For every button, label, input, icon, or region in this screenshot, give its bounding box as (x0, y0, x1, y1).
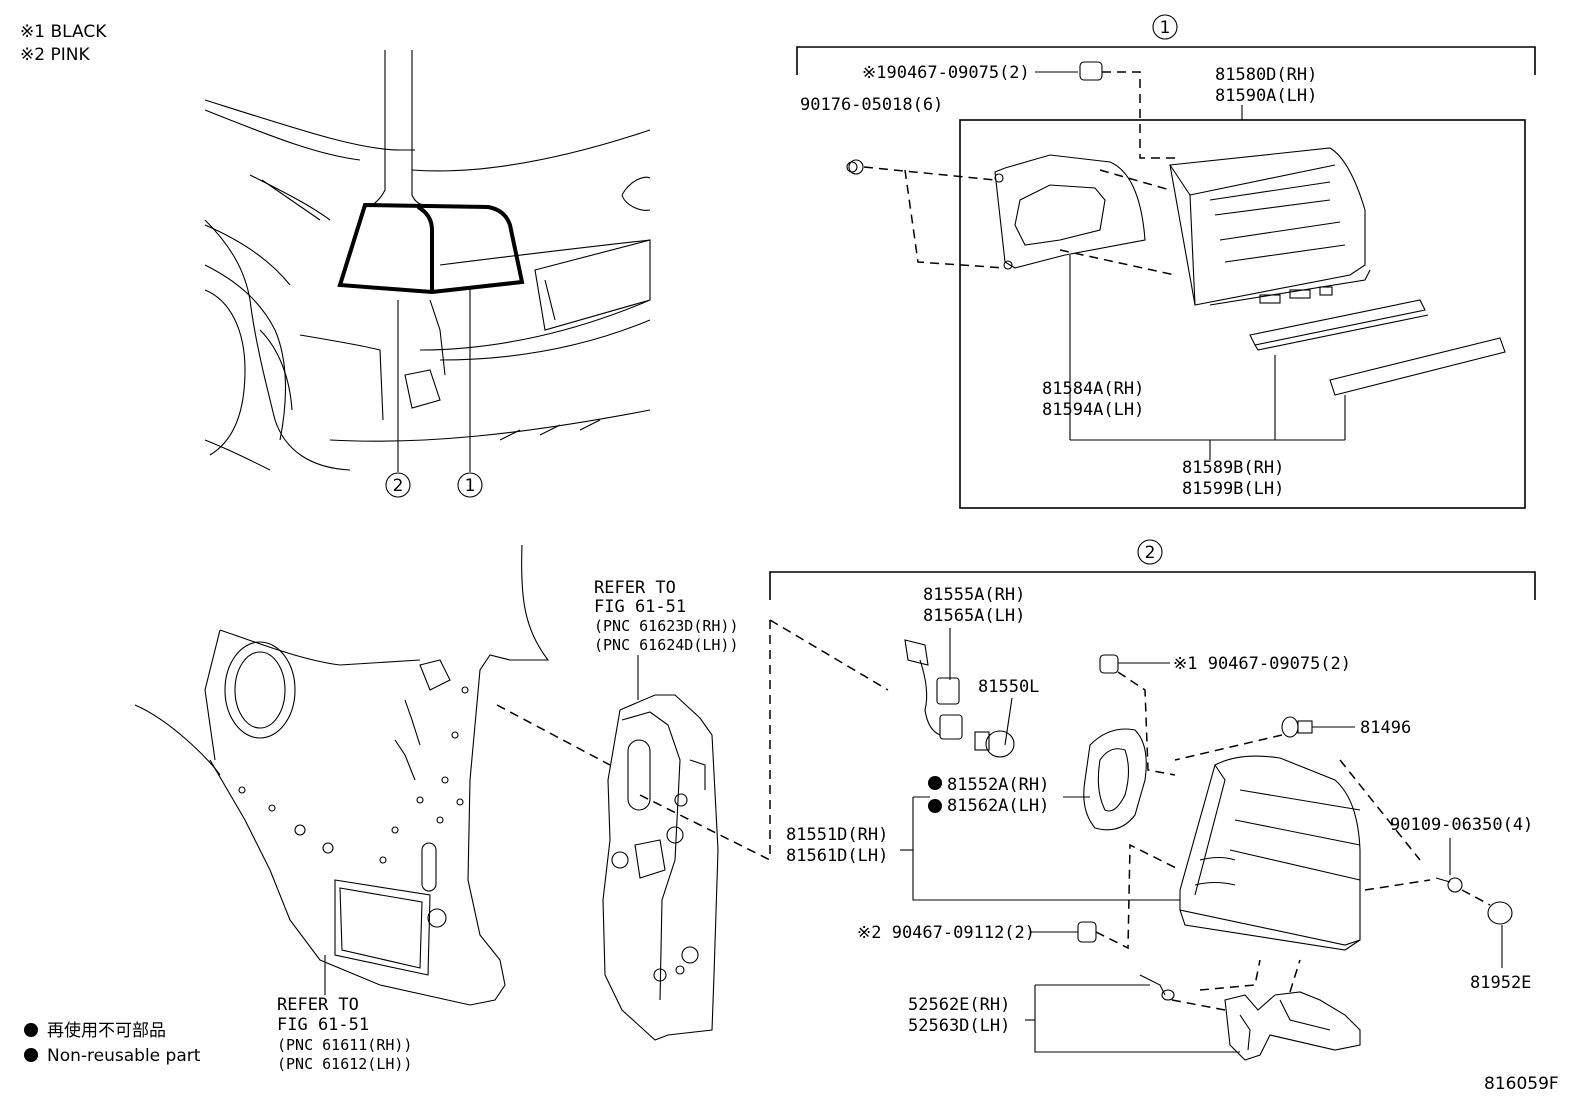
part-lamp-gasket-rh: 81552A(RH) (947, 775, 1049, 795)
note-black: ※1 BLACK (20, 22, 107, 42)
part-plug: 81952E (1470, 973, 1531, 993)
trim-drawing (1249, 299, 1506, 396)
callout-2-vehicle: 2 (385, 472, 411, 498)
part-trim-rh: 81589B(RH) (1182, 458, 1284, 478)
screw-2-icon (1435, 877, 1463, 893)
inner-panel-drawing (602, 694, 719, 1041)
part-gasket-lh: 81594A(LH) (1042, 400, 1144, 420)
vehicle-rear-drawing (204, 50, 651, 472)
part-clip-90467-09075: ※190467-09075(2) (862, 63, 1030, 83)
svg-text:2: 2 (1145, 543, 1156, 563)
part-lamp-lh: 81561D(LH) (786, 846, 888, 866)
legend-dot (24, 1023, 38, 1037)
clip-icon (1079, 61, 1103, 81)
legend-jp: 再使用不可部品 (47, 1020, 166, 1041)
bolt-icon (1139, 974, 1175, 1001)
refer-upper-line4: (PNC 61624D(LH)) (594, 636, 739, 654)
part-cap: 81496 (1360, 718, 1411, 738)
group1-box (959, 119, 1526, 509)
part-gasket-rh: 81584A(RH) (1042, 379, 1144, 399)
cap-81496-icon (1281, 716, 1313, 738)
socket-harness-drawing (904, 639, 963, 740)
part-clip2: ※1 90467-09075(2) (1173, 654, 1351, 674)
refer-lower-line4: (PNC 61612(LH)) (277, 1055, 412, 1073)
clip-2-icon (1099, 654, 1119, 674)
bulb-drawing (974, 730, 1015, 758)
lamp-gasket-drawing (1083, 728, 1147, 831)
svg-text:1: 1 (1160, 18, 1171, 38)
refer-upper-line3: (PNC 61623D(RH)) (594, 617, 739, 635)
svg-text:2: 2 (393, 476, 404, 496)
part-lamp-rh: 81551D(RH) (786, 825, 888, 845)
legend-dot (24, 1048, 38, 1062)
part-lens-rh: 81580D(RH) (1215, 65, 1317, 85)
part-screw-90109: 90109-06350(4) (1390, 815, 1533, 835)
svg-text:1: 1 (465, 476, 476, 496)
tail-lamp-drawing (1179, 755, 1361, 951)
gasket-drawing (994, 154, 1146, 270)
non-reusable-dot (928, 776, 942, 790)
lens-drawing (1169, 147, 1371, 306)
refer-upper-line1: REFER TO (594, 578, 676, 598)
legend-en: Non-reusable part (47, 1046, 201, 1066)
callout-1-vehicle: 1 (457, 472, 483, 498)
body-panel-drawing (134, 544, 550, 1006)
part-bracket-lh: 52563D(LH) (908, 1016, 1010, 1036)
group2-bracket (769, 571, 1536, 600)
screw-icon (848, 159, 864, 175)
bracket-drawing (1224, 991, 1361, 1061)
figure-id: 816059F (1484, 1074, 1559, 1094)
plug-icon (1487, 901, 1513, 925)
part-socket-lh: 81565A(LH) (923, 606, 1025, 626)
part-clip3: ※2 90467-09112(2) (857, 923, 1035, 943)
part-lamp-gasket-lh: 81562A(LH) (947, 796, 1049, 816)
callout-2-header: 2 (1137, 539, 1163, 565)
note-pink: ※2 PINK (20, 45, 90, 65)
part-socket-rh: 81555A(RH) (923, 585, 1025, 605)
refer-lower-line3: (PNC 61611(RH)) (277, 1036, 412, 1054)
non-reusable-dot (928, 799, 942, 813)
part-screw-90176-05018: 90176-05018(6) (800, 95, 943, 115)
refer-lower-line2: FIG 61-51 (277, 1015, 369, 1035)
part-bracket-rh: 52562E(RH) (908, 995, 1010, 1015)
refer-upper-line2: FIG 61-51 (594, 597, 686, 617)
part-trim-lh: 81599B(LH) (1182, 479, 1284, 499)
refer-lower-line1: REFER TO (277, 995, 359, 1015)
callout-1-header: 1 (1152, 14, 1178, 40)
part-bulb: 81550L (978, 677, 1039, 697)
clip-3-icon (1077, 921, 1097, 943)
part-lens-lh: 81590A(LH) (1215, 86, 1317, 106)
group1-bracket (796, 46, 1536, 75)
